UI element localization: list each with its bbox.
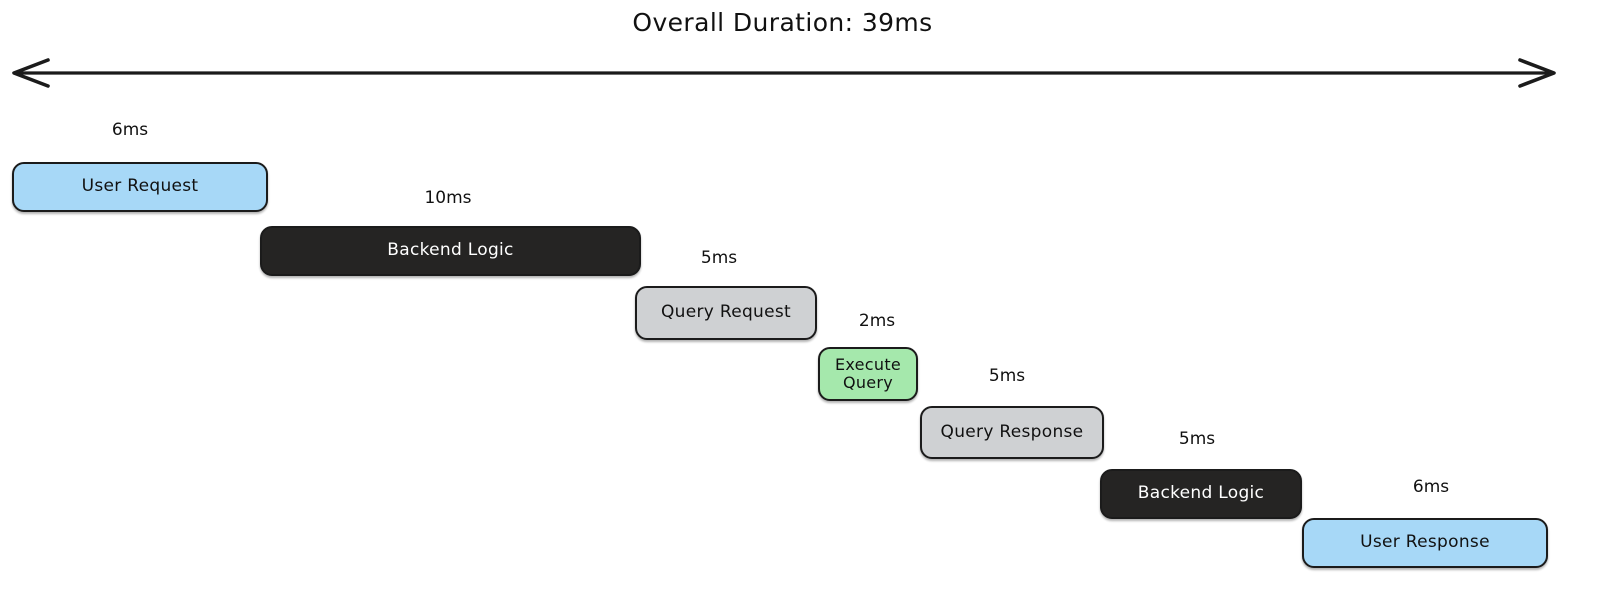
timeline-bar-user-request[interactable]: User Request — [12, 162, 268, 212]
axis-arrow-left — [12, 58, 50, 88]
duration-axis — [12, 58, 1556, 88]
page-title: Overall Duration: 39ms — [632, 8, 933, 37]
timeline-bar-backend-logic-2[interactable]: Backend Logic — [1100, 469, 1302, 519]
duration-label-backend-logic-1: 10ms — [424, 188, 472, 208]
duration-label-query-response: 5ms — [988, 366, 1026, 386]
duration-label-user-response: 6ms — [1412, 477, 1450, 497]
timeline-bar-query-response[interactable]: Query Response — [920, 406, 1104, 459]
duration-label-backend-logic-2: 5ms — [1178, 429, 1216, 449]
execute-query-line-1: Execute — [834, 355, 902, 375]
duration-label-execute-query: 2ms — [858, 311, 896, 331]
execute-query-line-2: Query — [842, 373, 894, 392]
duration-label-query-request: 5ms — [700, 248, 738, 268]
axis-arrow-right — [1518, 58, 1556, 88]
timeline-bar-query-request[interactable]: Query Request — [635, 286, 817, 340]
duration-label-user-request: 6ms — [111, 120, 149, 140]
timeline-bar-backend-logic-1[interactable]: Backend Logic — [260, 226, 641, 276]
timeline-bar-execute-query[interactable]: Execute Query — [818, 347, 918, 401]
timeline-bar-user-response[interactable]: User Response — [1302, 518, 1548, 568]
